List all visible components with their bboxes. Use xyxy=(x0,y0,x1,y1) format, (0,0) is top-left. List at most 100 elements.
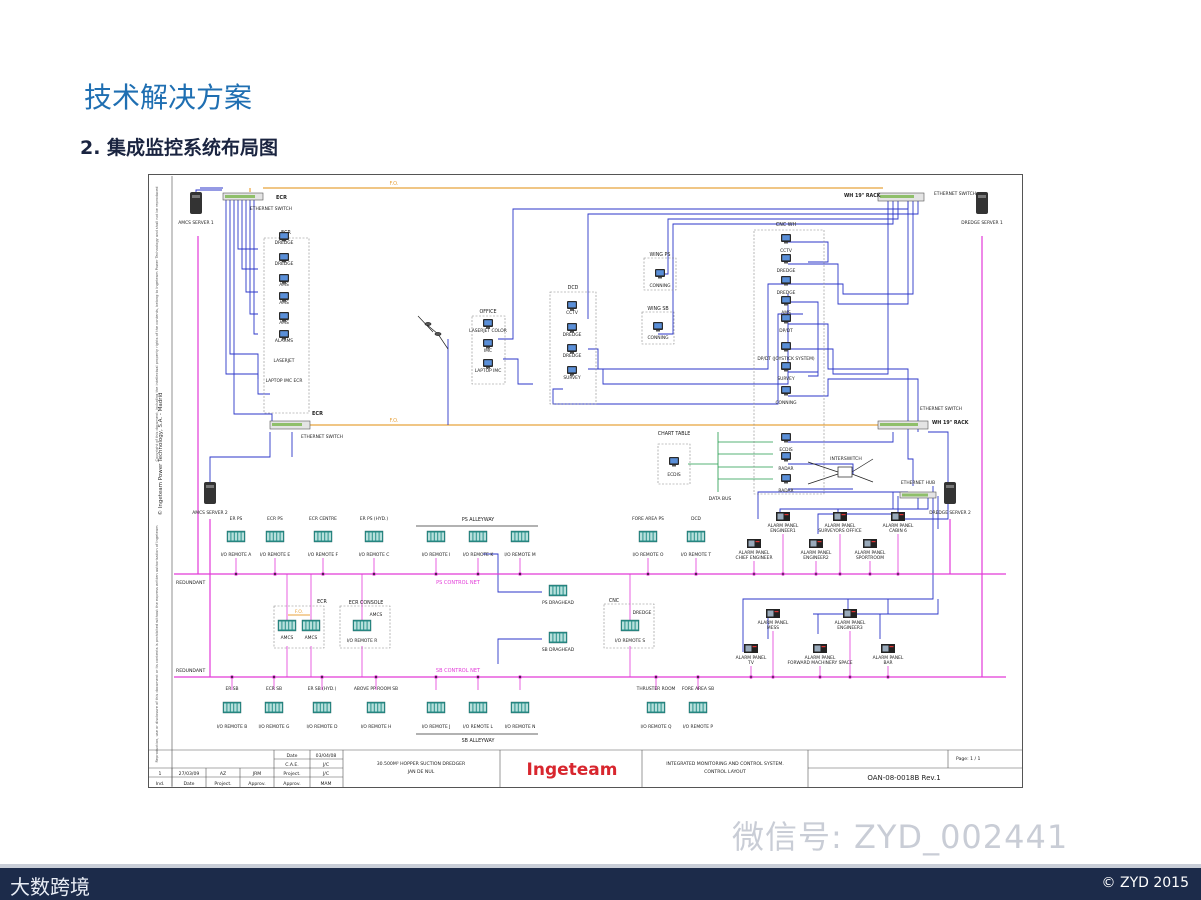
tb-hdr-approv: Approv. xyxy=(248,781,265,787)
data-bus-label: DATA BUS xyxy=(709,496,732,502)
ps-remote-label: I/O REMOTE F xyxy=(308,552,339,558)
alarm-panel-icon xyxy=(809,539,823,548)
sb-remote-label: I/O REMOTE N xyxy=(505,724,536,730)
dredge-server-2-label: DREDGE SERVER 2 xyxy=(929,510,971,516)
cnc-wh-device-icon xyxy=(781,296,791,306)
wing-sb-label: CONNING xyxy=(647,335,669,341)
tb-desc-line2: CONTROL LAYOUT xyxy=(704,769,746,775)
cnc-wh-device-label: RADAR xyxy=(778,466,793,472)
ecr-device-icon xyxy=(279,312,289,322)
side-text-bottom: Reproduction, use or disclosure of this … xyxy=(155,525,159,763)
ecr-top-switch-sub: ETHERNET SWITCH xyxy=(250,206,292,212)
alarm-panel-icon xyxy=(833,512,847,521)
ps-io-remote-module xyxy=(510,530,530,543)
alarm-panel-icon xyxy=(747,539,761,548)
amcs-server-1: AMCS SERVER 1 xyxy=(178,192,214,226)
ethernet-hub: ETHERNET HUB xyxy=(899,480,937,499)
amcs-server-2: AMCS SERVER 2 xyxy=(192,482,228,516)
tb-date-label: Date xyxy=(287,753,298,759)
sb-draghead-label: SB DRAGHEAD xyxy=(542,647,575,653)
tb-desc-line1: INTEGRATED MONITORING AND CONTROL SYSTEM… xyxy=(666,761,784,767)
dcd-device-label: DREDGE xyxy=(563,353,582,359)
tb-rev-drawn: AZ xyxy=(220,771,226,777)
footer-divider xyxy=(0,864,1201,868)
dcd-device-label: CCTV xyxy=(566,310,578,316)
tb-hdr-project: Project. xyxy=(214,781,231,787)
mid-amcs-a-module xyxy=(277,619,297,632)
dredge-server-2: DREDGE SERVER 2 xyxy=(929,482,971,516)
office-device-label: LAPTOP IMC xyxy=(475,368,502,374)
mid-ecr-title: ECR xyxy=(317,599,327,605)
ps-io-remote-module xyxy=(313,530,333,543)
ecr-top-switch: ECR ETHERNET SWITCH xyxy=(222,192,292,212)
alarm-panel-icon xyxy=(843,609,857,618)
ecr-device-label: AMS xyxy=(279,300,289,306)
sb-remote-location: ABOVE PP ROOM SB xyxy=(354,686,398,692)
tb-hdr-ind: Ind. xyxy=(156,781,165,787)
ps-remote-location: ER PS (HYD.) xyxy=(360,516,389,522)
dcd-group-title: DCD xyxy=(568,285,579,291)
ps-remote-location: ECR PS xyxy=(267,516,283,522)
sb-io-remote-module xyxy=(312,701,332,714)
cnc-wh-device-label: RADAR xyxy=(778,488,793,494)
ps-io-remote-module xyxy=(468,530,488,543)
ecr-device-label: AMS xyxy=(279,282,289,288)
cnc-wh-device-label: AMS xyxy=(781,310,791,316)
ingeteam-logo: Ingeteam xyxy=(527,760,618,780)
office-device-icon xyxy=(483,339,493,349)
ps-remote-label: I/O REMOTE E xyxy=(260,552,291,558)
ps-draghead-label: PS DRAGHEAD xyxy=(542,600,574,606)
tb-project-line2: JAN DE NUL xyxy=(407,769,435,775)
ps-io-remote-module xyxy=(638,530,658,543)
mid-remote-s-label: I/O REMOTE S xyxy=(615,638,646,644)
sb-io-remote-module xyxy=(222,701,242,714)
wh-top-switch: WH 19" RACK ETHERNET SWITCH xyxy=(844,191,976,202)
ps-remote-label: I/O REMOTE K xyxy=(463,552,494,558)
wh-mid-switch-sub: ETHERNET SWITCH xyxy=(920,406,962,412)
tb-rev-date: 27/03/09 xyxy=(179,771,200,777)
sb-control-net-label: SB CONTROL NET xyxy=(436,668,481,674)
cnc-wh-device-icon xyxy=(781,452,791,462)
sb-remote-location: FORE AREA SB xyxy=(682,686,714,692)
ps-remote-location: ECR CENTRE xyxy=(309,516,337,522)
alarm-panel-icon xyxy=(813,644,827,653)
ethernet-hub-label: ETHERNET HUB xyxy=(901,480,935,486)
ps-io-remote-module xyxy=(265,530,285,543)
alarm-panel-icon xyxy=(863,539,877,548)
sb-remote-label: I/O REMOTE P xyxy=(683,724,714,730)
cnc-wh-device-icon xyxy=(781,234,791,244)
sb-remote-location: ECR SB xyxy=(266,686,282,692)
wechat-watermark: 微信号: ZYD_002441 xyxy=(732,818,1069,856)
office-device-icon xyxy=(483,319,493,329)
mid-amcs-b-module xyxy=(301,619,321,632)
tb-cae-label: C.A.E. xyxy=(285,762,299,768)
chart-table-title: CHART TABLE xyxy=(658,431,691,437)
cnc-wh-device-label: DP/DT (JOYSTICK SYSTEM) xyxy=(757,356,814,362)
wing-ps-icon xyxy=(655,269,665,279)
ps-draghead-module xyxy=(548,584,568,597)
fo-top-label: F.O. xyxy=(390,181,399,187)
control-layout-diagram: Copyright of this document, including th… xyxy=(148,174,1023,788)
cnc-wh-device-icon xyxy=(781,362,791,372)
ps-remote-label: I/O REMOTE O xyxy=(632,552,664,558)
cnc-wh-device-icon xyxy=(781,433,791,443)
mid-amcs-a-label: AMCS xyxy=(281,635,294,641)
tb-rev-approved: JRM xyxy=(252,771,262,777)
sb-remote-label: I/O REMOTE Q xyxy=(640,724,672,730)
cnc-wh-device-icon xyxy=(781,314,791,324)
alarm-panel-icon xyxy=(891,512,905,521)
sb-io-remote-module xyxy=(264,701,284,714)
ecr-mid-switch-label: ECR xyxy=(312,411,323,417)
control-nets xyxy=(174,236,1006,678)
fiber-optic-links xyxy=(249,187,883,426)
wh-top-switch-label: WH 19" RACK xyxy=(844,193,881,199)
tb-page: Page: 1 / 1 xyxy=(956,756,981,762)
sb-remote-location: ER SB (HYD.) xyxy=(308,686,337,692)
sb-io-remote-module xyxy=(688,701,708,714)
